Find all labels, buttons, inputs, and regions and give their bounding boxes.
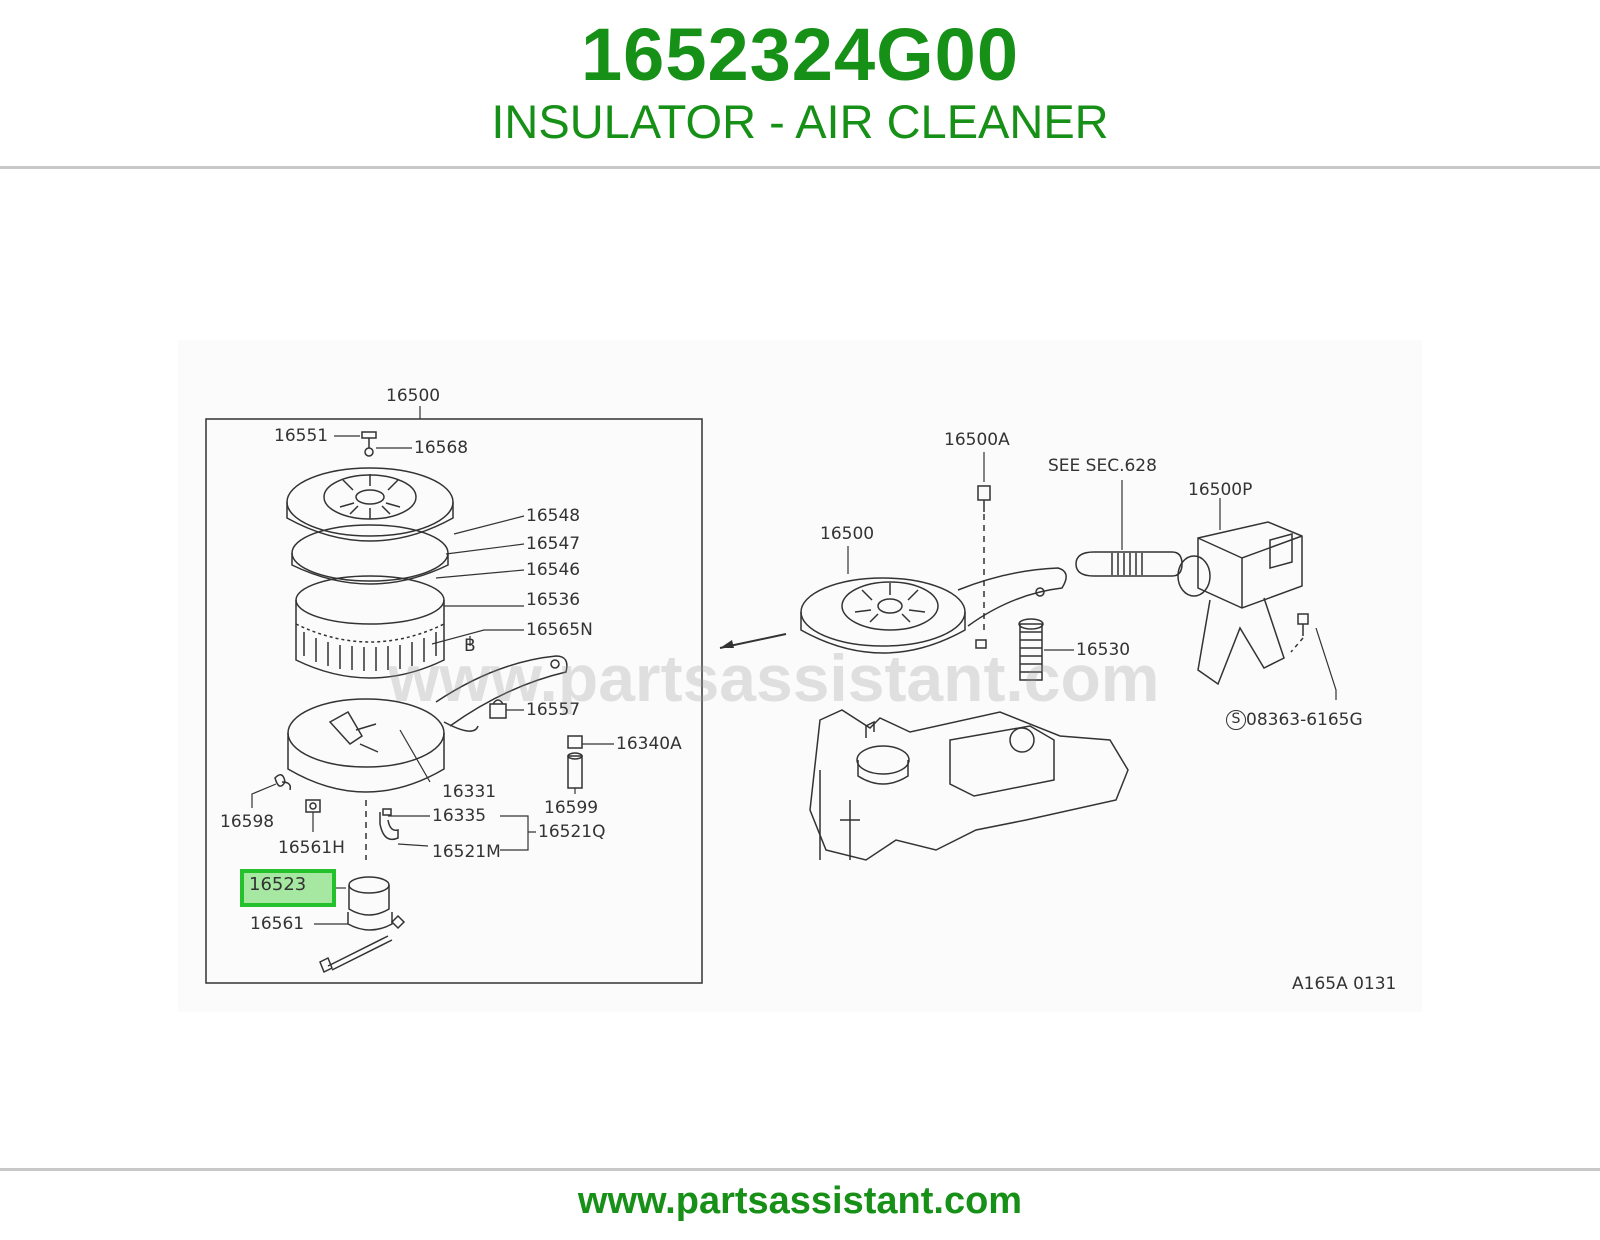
label-B: B [464, 636, 476, 656]
label-16500P: 16500P [1188, 480, 1253, 500]
s-symbol-icon: S [1226, 710, 1246, 730]
label-16561: 16561 [250, 914, 305, 934]
label-16523-highlighted[interactable]: 16523 [249, 874, 307, 895]
part-number-title: 1652324G00 [581, 13, 1019, 96]
label-16340A: 16340A [616, 734, 682, 754]
label-16561H: 16561H [278, 838, 345, 858]
header-divider [0, 166, 1600, 169]
label-16548: 16548 [526, 506, 581, 526]
label-16500A: 16500A [944, 430, 1010, 450]
label-16500-top: 16500 [386, 386, 441, 406]
label-16335: 16335 [432, 806, 487, 826]
label-16599: 16599 [544, 798, 599, 818]
label-16500-right: 16500 [820, 524, 875, 544]
label-16551: 16551 [274, 426, 329, 446]
label-16331: 16331 [442, 782, 497, 802]
label-see-sec-628: SEE SEC.628 [1048, 456, 1157, 476]
highlighted-part-box[interactable] [240, 869, 336, 907]
left-leaders [251, 435, 614, 925]
diagram-background [178, 340, 1422, 1012]
label-16536: 16536 [526, 590, 581, 610]
label-16568: 16568 [414, 438, 469, 458]
label-16565N: 16565N [526, 620, 593, 640]
footer-site-url[interactable]: www.partsassistant.com [577, 1180, 1023, 1222]
watermark-text: www.partsassistant.com [388, 641, 1160, 715]
label-16547: 16547 [526, 534, 581, 554]
label-16546: 16546 [526, 560, 581, 580]
label-16530: 16530 [1076, 640, 1131, 660]
label-16521M: 16521M [432, 842, 501, 862]
footer-divider [0, 1168, 1600, 1171]
label-08363-text: 08363-6165G [1246, 710, 1363, 730]
left-assembly [274, 431, 583, 974]
detail-frame [205, 418, 703, 984]
label-16521Q: 16521Q [538, 822, 606, 842]
label-16598: 16598 [220, 812, 275, 832]
label-16557: 16557 [526, 700, 581, 720]
diagram-code: A165A 0131 [1292, 974, 1397, 994]
right-assembly [800, 485, 1309, 861]
part-name-subtitle: INSULATOR - AIR CLEANER [491, 95, 1109, 148]
right-leaders [847, 452, 1337, 700]
